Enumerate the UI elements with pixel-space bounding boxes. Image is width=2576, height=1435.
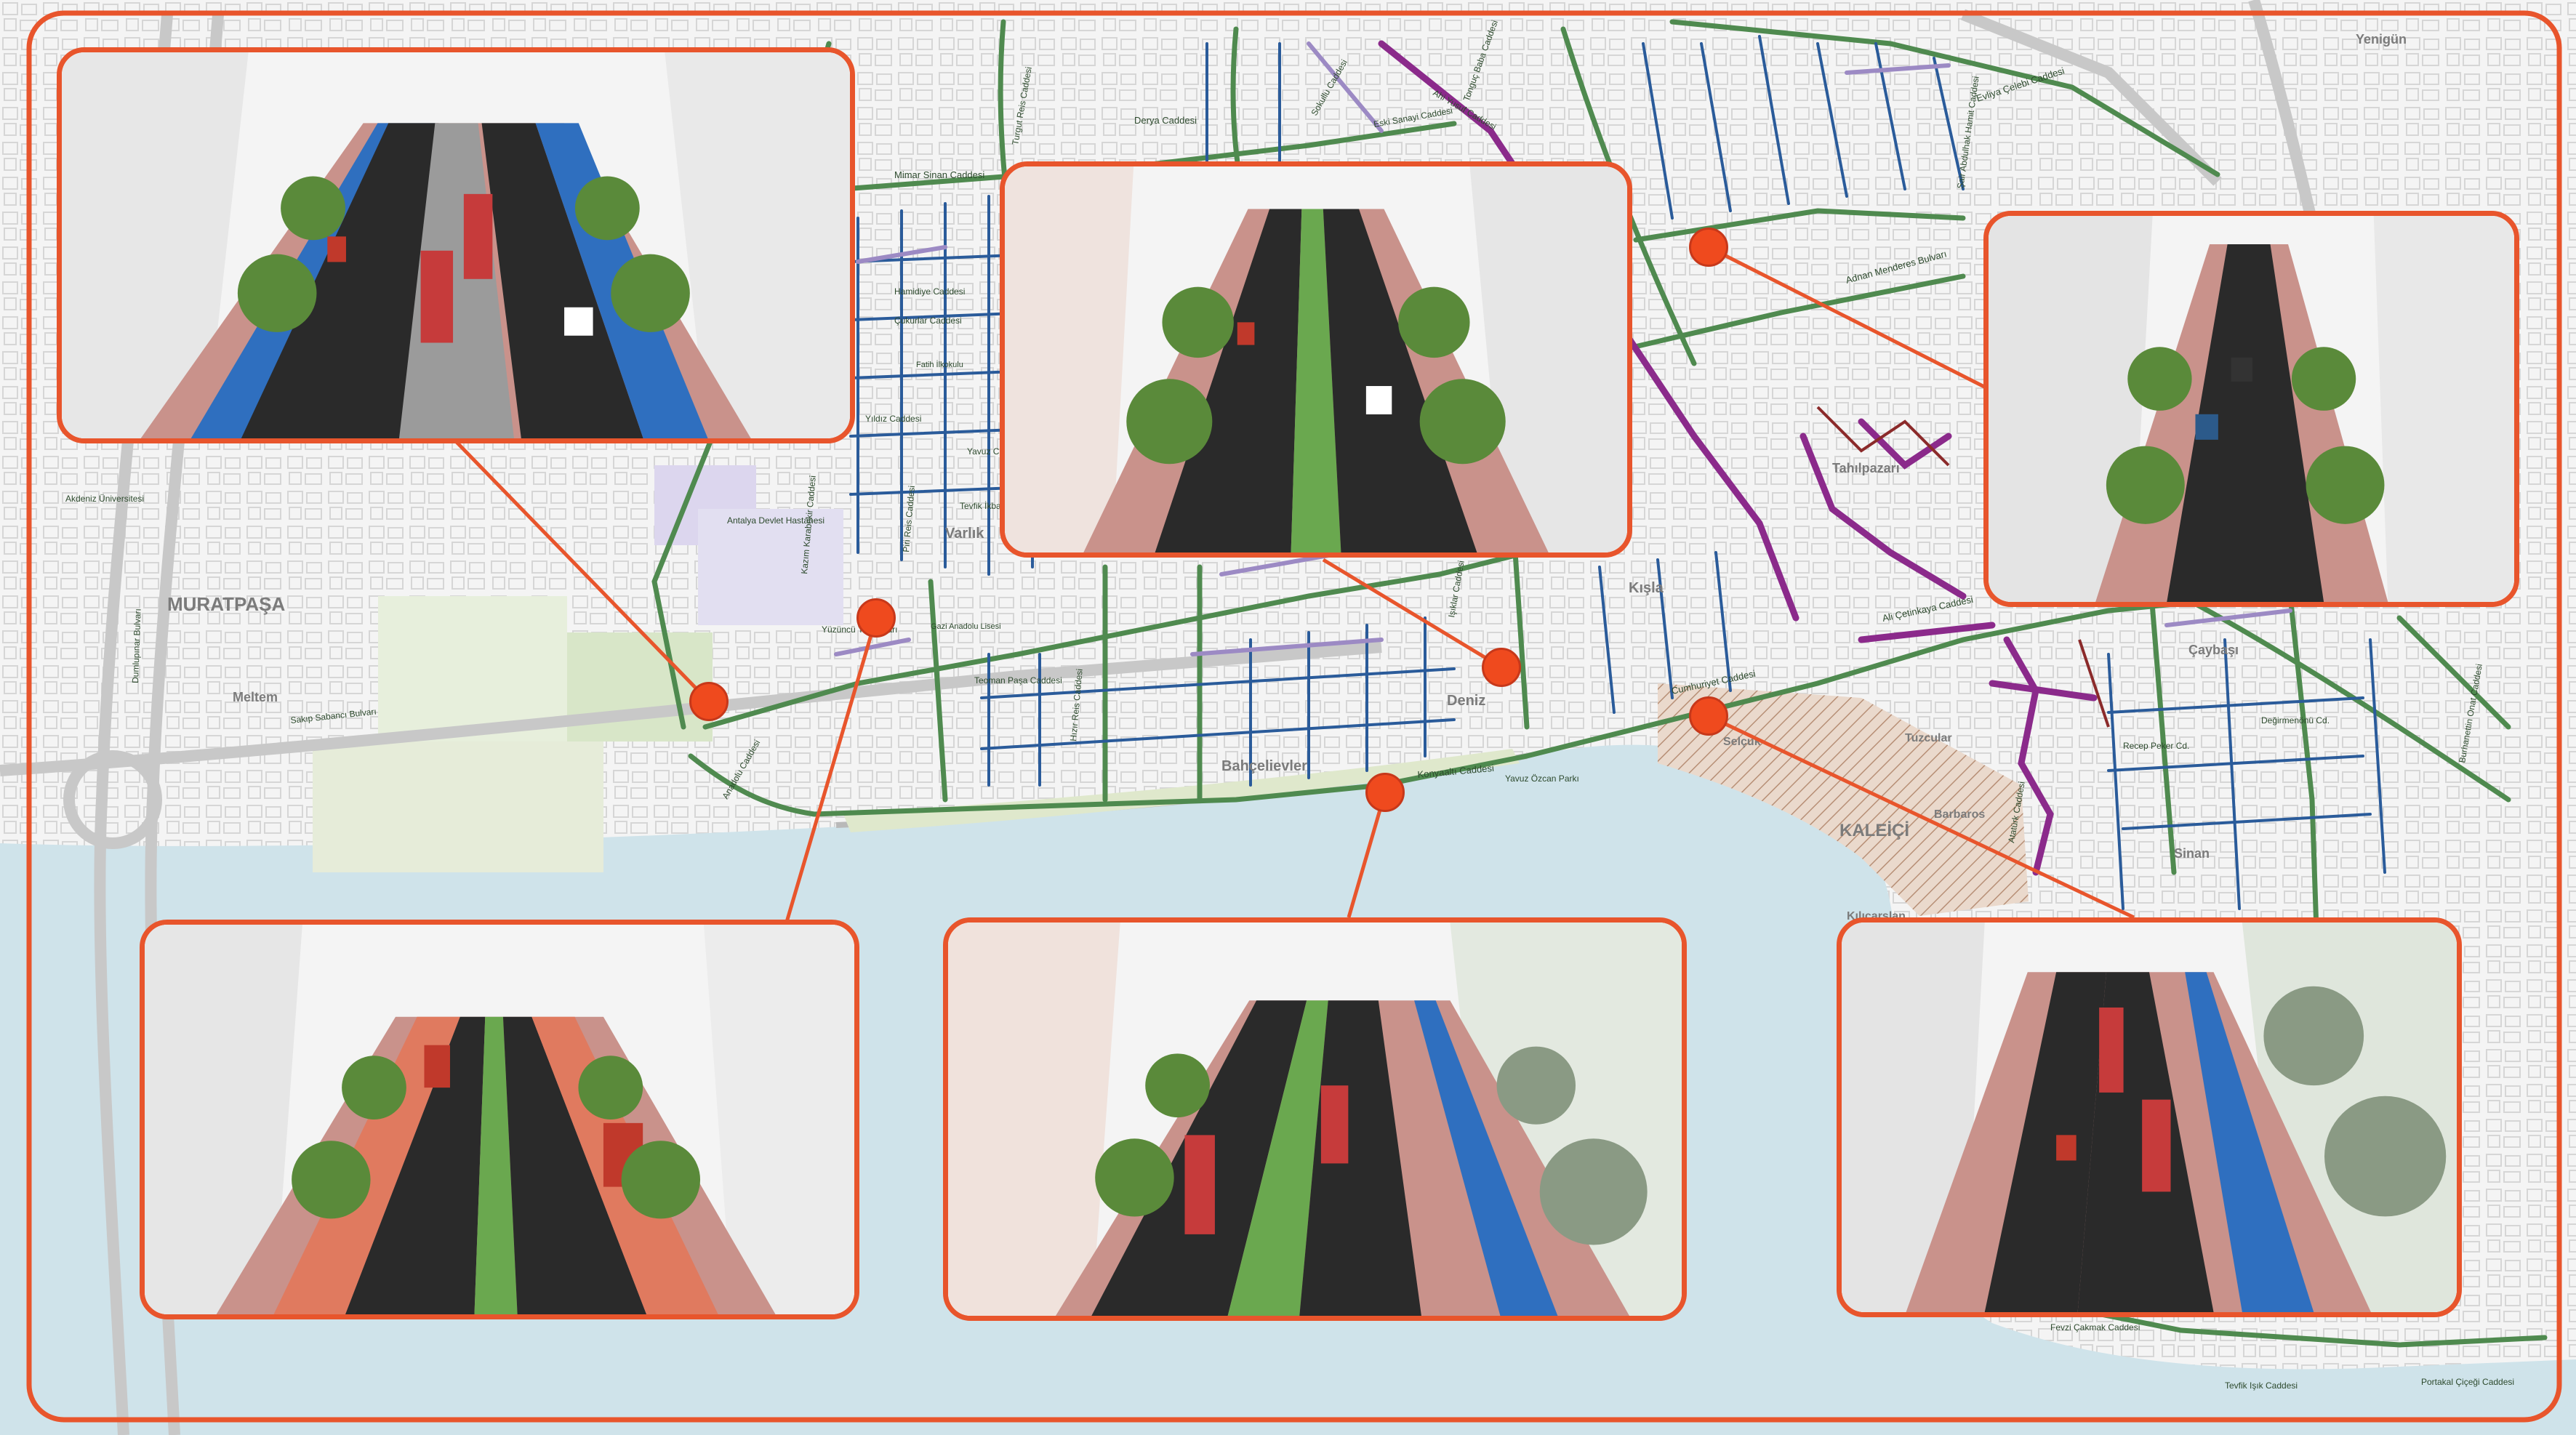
- street-section-inset-4: [140, 920, 859, 1319]
- district-muratpasa: MURATPAŞA: [167, 593, 285, 615]
- marker-1[interactable]: [689, 682, 729, 721]
- hospital: [698, 509, 843, 625]
- street-section-inset-1: [57, 47, 855, 443]
- district-yenigun: Yenigün: [2356, 32, 2407, 47]
- district-deniz: Deniz: [1447, 693, 1485, 709]
- district-barbaros: Barbaros: [1934, 808, 1985, 821]
- park-3: [313, 741, 603, 872]
- leader-lines: [449, 245, 2135, 928]
- district-tuzcular: Tuzcular: [1905, 732, 1952, 744]
- street-yilda: Yıldız Caddesi: [865, 414, 921, 424]
- green-coast: [843, 749, 1520, 832]
- district-kaleici: KALEİÇİ: [1839, 821, 1909, 840]
- street-section-inset-3: [1983, 211, 2519, 607]
- street-section-inset-5: [943, 917, 1687, 1321]
- route-network-darkred: [1816, 406, 2110, 728]
- marker-3[interactable]: [1482, 648, 1521, 687]
- district-kisla: Kışla: [1629, 580, 1664, 596]
- district-tahilpazari: Tahılpazarı: [1832, 461, 1900, 475]
- marker-5[interactable]: [1689, 696, 1728, 736]
- street-hamidiye: Hamidiye Caddesi: [894, 286, 965, 297]
- route-network-purple: [1378, 40, 2098, 876]
- street-mimar-sinan: Mimar Sinan Caddesi: [894, 169, 984, 180]
- street-tevfik-isik: Tevfik Işık Caddesi: [2225, 1380, 2298, 1391]
- poi-antalya-devlet: Antalya Devlet Hastanesi: [727, 515, 824, 526]
- marker-4[interactable]: [1365, 773, 1405, 812]
- park-1: [378, 596, 567, 741]
- poi-gazi-anadolu: Gazi Anadolu Lisesi: [931, 622, 1001, 631]
- street-cukurlar: Çukurlar Caddesi: [894, 315, 962, 326]
- marker-6[interactable]: [1689, 228, 1728, 267]
- district-selcuk: Selçuk: [1723, 736, 1761, 748]
- street-derya: Derya Caddesi: [1134, 115, 1197, 126]
- street-degirmenonu: Değirmenönü Cd.: [2261, 715, 2330, 725]
- district-caybasi: Çaybaşı: [2188, 643, 2239, 657]
- street-dumlupinar: Dumlupınar Bulvarı: [130, 608, 143, 683]
- park-2: [567, 632, 713, 741]
- street-section-inset-2: [1000, 161, 1632, 558]
- street-fevzi-cakmak: Fevzi Çakmak Caddesi: [2050, 1322, 2140, 1332]
- street-section-inset-6: [1837, 917, 2462, 1317]
- district-sinan: Sinan: [2174, 846, 2210, 861]
- district-varlik: Varlık: [945, 526, 984, 542]
- kaleici-historic-area: [1658, 683, 2029, 916]
- district-meltem: Meltem: [233, 690, 278, 704]
- poi-yavuz-ozcan: Yavuz Özcan Parkı: [1505, 773, 1579, 784]
- district-bahcelievler: Bahçelievler: [1221, 758, 1307, 774]
- poi-akdeniz-univ: Akdeniz Üniversitesi: [65, 494, 144, 504]
- street-teoman-pasa: Teoman Paşa Caddesi: [974, 675, 1062, 686]
- marker-2[interactable]: [856, 598, 896, 638]
- outer-frame: [26, 10, 2562, 1423]
- street-portakal-cicegi: Portakal Çiçeği Caddesi: [2421, 1377, 2514, 1387]
- street-recep-peker: Recep Peker Cd.: [2123, 741, 2189, 751]
- poi-fatih-ilkokulu: Fatih İlkokulu: [916, 360, 963, 369]
